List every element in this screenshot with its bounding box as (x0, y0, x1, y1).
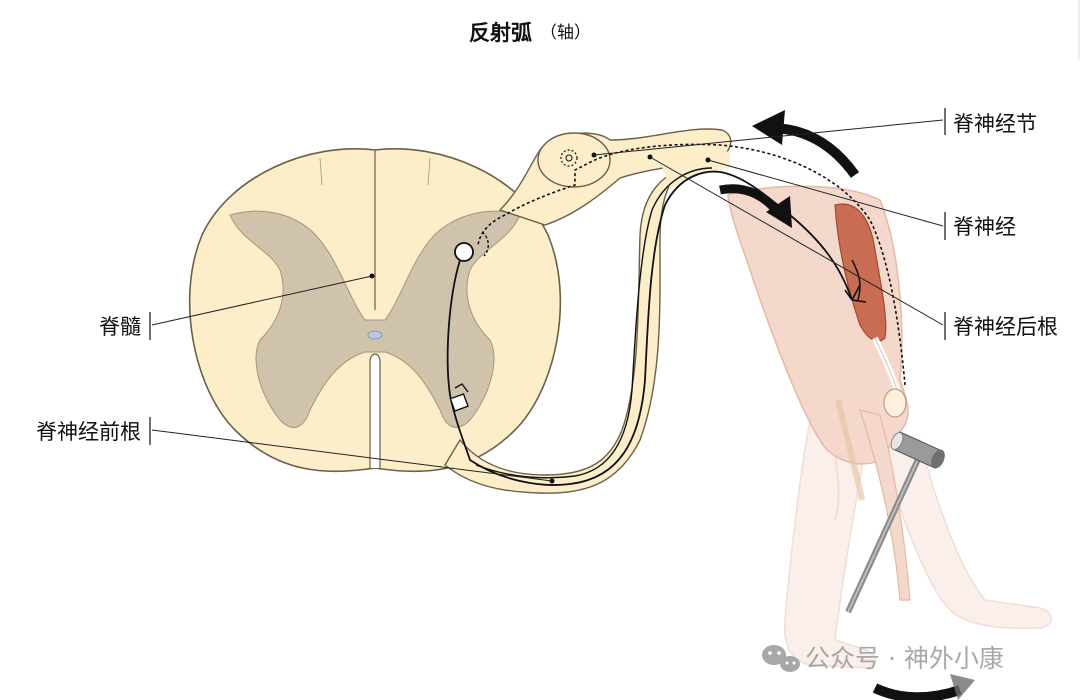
quadriceps-muscle (834, 203, 887, 342)
watermark-text: 公众号 · 神外小康 (805, 644, 1004, 673)
label-spinal-ganglion: 脊神经节 (953, 112, 1037, 136)
patella (883, 388, 907, 418)
movement-arrows (719, 110, 975, 700)
label-spinal-cord: 脊髓 (99, 315, 141, 339)
diagram-title-sub: （轴） (540, 23, 591, 43)
arrow-middle-head (766, 196, 792, 228)
label-spinal-nerve: 脊神经 (953, 215, 1016, 239)
spinal-ganglion-body (537, 132, 611, 188)
label-dorsal-root: 脊神经后根 (953, 315, 1058, 339)
motor-neuron-soma (454, 242, 474, 262)
arrow-upper-head (752, 110, 785, 145)
leader-lines (149, 108, 946, 484)
reflex-hammer (845, 431, 945, 614)
spinal-cord-cross-section (188, 148, 562, 473)
diagram-title: 反射弧 (469, 21, 532, 45)
leg-illustration (727, 185, 911, 601)
nerve-roots (444, 128, 732, 494)
wechat-icon (762, 645, 800, 672)
arrow-bottom-head (950, 674, 975, 700)
watermark: 公众号 · 神外小康 (762, 644, 1004, 673)
leg-background-illustration (783, 409, 1052, 669)
arrow-bottom-arc (872, 683, 962, 700)
central-canal (367, 330, 383, 340)
dorsal-root-band (498, 128, 732, 226)
label-ventral-root: 脊神经前根 (36, 420, 141, 444)
